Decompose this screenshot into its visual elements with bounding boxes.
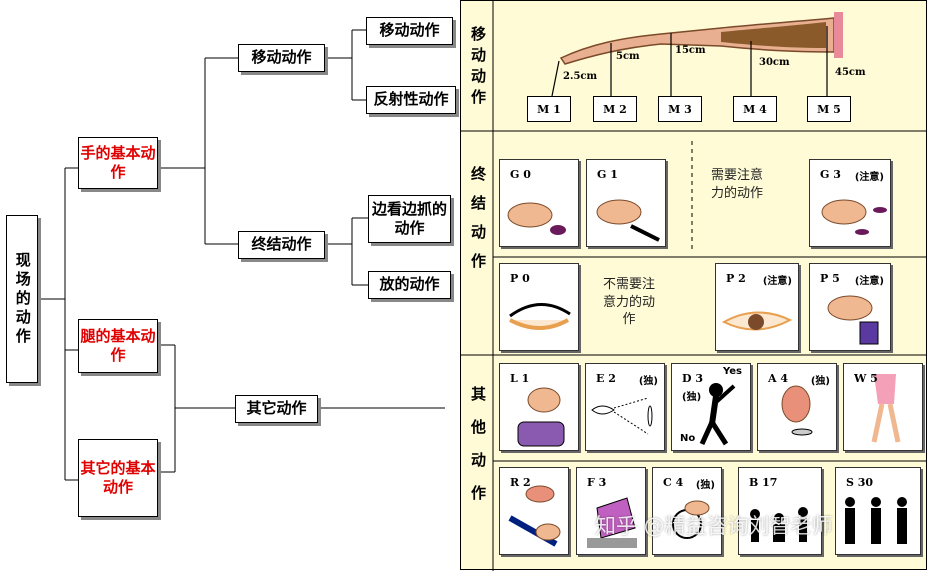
yes-label: Yes bbox=[722, 366, 742, 377]
hand-apply-icon bbox=[781, 385, 813, 436]
independent-note: (独) bbox=[682, 392, 702, 403]
closed-eye-icon bbox=[509, 303, 571, 330]
open-eye-icon bbox=[721, 311, 793, 331]
g0-code: G 0 bbox=[510, 168, 531, 181]
l1-code: L 1 bbox=[510, 372, 530, 385]
s30-card[interactable]: S 30 bbox=[835, 467, 921, 555]
decision-figure-icon bbox=[699, 383, 736, 446]
b17-card[interactable]: B 17 bbox=[738, 467, 822, 555]
hand-press-icon bbox=[507, 202, 566, 235]
a4-code: A 4 bbox=[768, 372, 789, 385]
hand-grab-icon bbox=[821, 199, 887, 235]
g3-code: G 3 bbox=[820, 168, 841, 181]
s30-code: S 30 bbox=[846, 476, 874, 489]
attention-note: (注意) bbox=[762, 276, 792, 287]
lift-icon bbox=[517, 387, 565, 447]
p2-code: P 2 bbox=[726, 272, 746, 285]
a4-card[interactable]: A 4 (独) bbox=[757, 363, 837, 451]
distance-label: 30cm bbox=[759, 57, 790, 68]
f3-card[interactable]: F 3 bbox=[576, 467, 646, 555]
p2-card[interactable]: P 2 (注意) bbox=[715, 263, 799, 351]
attention-note: (注意) bbox=[854, 172, 884, 183]
hand-place-icon bbox=[827, 295, 879, 345]
m-code-box[interactable]: M 4 bbox=[733, 96, 777, 122]
m-code-box[interactable]: M 1 bbox=[527, 96, 571, 122]
other-action-node[interactable]: 其它动作 bbox=[235, 395, 318, 423]
move-node[interactable]: 移动动作 bbox=[238, 44, 325, 72]
hand-reach-icon bbox=[508, 485, 561, 547]
crank-icon bbox=[672, 500, 710, 539]
arm-illustration bbox=[559, 12, 843, 65]
connector-lines bbox=[38, 29, 445, 481]
reflex-node[interactable]: 反射性动作 bbox=[366, 86, 456, 114]
p5-code: P 5 bbox=[820, 272, 840, 285]
row-label-other: 其他动作 bbox=[469, 386, 487, 518]
e2-card[interactable]: E 2 (独) bbox=[585, 363, 665, 451]
r2-card[interactable]: R 2 bbox=[499, 467, 569, 555]
d3-code: D 3 bbox=[682, 372, 704, 385]
e2-code: E 2 bbox=[596, 372, 616, 385]
r2-code: R 2 bbox=[510, 476, 531, 489]
foot-pedal-icon bbox=[587, 497, 637, 548]
w5-code: W 5 bbox=[854, 372, 878, 385]
hand-node[interactable]: 手的基本动作 bbox=[78, 137, 158, 189]
no-attention-text: 不需要注意力的动作 bbox=[603, 277, 656, 328]
sit-stand-figures-icon bbox=[845, 497, 907, 544]
no-label: No bbox=[680, 433, 696, 444]
p0-code: P 0 bbox=[510, 272, 530, 285]
move-action-node[interactable]: 移动动作 bbox=[366, 17, 453, 45]
leg-node[interactable]: 腿的基本动作 bbox=[78, 319, 158, 373]
row-label-move: 移动动作 bbox=[469, 26, 487, 110]
root-node[interactable]: 现场的动作 bbox=[6, 215, 38, 383]
w5-card[interactable]: W 5 bbox=[843, 363, 923, 451]
p5-card[interactable]: P 5 (注意) bbox=[809, 263, 891, 351]
bend-figures-icon bbox=[750, 507, 808, 542]
b17-code: B 17 bbox=[749, 476, 778, 489]
mod-panel: 移动动作 终结动作 其他动作 2.5cm 5cm 15cm 30cm 45cm … bbox=[460, 0, 927, 571]
g1-card[interactable]: G 1 bbox=[586, 159, 666, 247]
distance-label: 45cm bbox=[835, 67, 866, 78]
g0-card[interactable]: G 0 bbox=[499, 159, 579, 247]
need-attention-text: 需要注意力的动作 bbox=[711, 168, 764, 201]
distance-label: 5cm bbox=[616, 51, 640, 62]
c4-card[interactable]: C 4 (独) bbox=[652, 467, 722, 555]
m-code-box[interactable]: M 2 bbox=[593, 96, 637, 122]
hand-pick-icon bbox=[596, 199, 660, 242]
watch-grab-node[interactable]: 边看边抓的动作 bbox=[368, 195, 451, 243]
d3-card[interactable]: D 3 (独) Yes No bbox=[671, 363, 751, 451]
c4-code: C 4 bbox=[663, 476, 684, 489]
watermark: 知乎 @精益咨询刘智老师 bbox=[595, 514, 833, 538]
independent-note: (独) bbox=[810, 376, 830, 387]
independent-note: (独) bbox=[638, 376, 658, 387]
p0-card[interactable]: P 0 bbox=[499, 263, 579, 351]
put-node[interactable]: 放的动作 bbox=[368, 271, 451, 299]
f3-code: F 3 bbox=[587, 476, 607, 489]
m-code-box[interactable]: M 3 bbox=[658, 96, 702, 122]
attention-note: (注意) bbox=[854, 276, 884, 287]
distance-label: 15cm bbox=[675, 45, 706, 56]
other-basic-node[interactable]: 其它的基本动作 bbox=[78, 439, 158, 517]
row-label-terminal: 终结动作 bbox=[469, 166, 487, 282]
g1-code: G 1 bbox=[597, 168, 618, 181]
distance-arrows bbox=[551, 26, 828, 97]
panel-grid bbox=[461, 1, 927, 571]
m-code-box[interactable]: M 5 bbox=[807, 96, 851, 122]
distance-label: 2.5cm bbox=[563, 71, 598, 82]
l1-card[interactable]: L 1 bbox=[499, 363, 579, 451]
g3-card[interactable]: G 3 (注意) bbox=[809, 159, 891, 247]
eye-sight-icon bbox=[591, 397, 653, 435]
walking-legs-icon bbox=[871, 374, 901, 443]
independent-note: (独) bbox=[695, 480, 715, 491]
terminal-node[interactable]: 终结动作 bbox=[238, 231, 325, 259]
